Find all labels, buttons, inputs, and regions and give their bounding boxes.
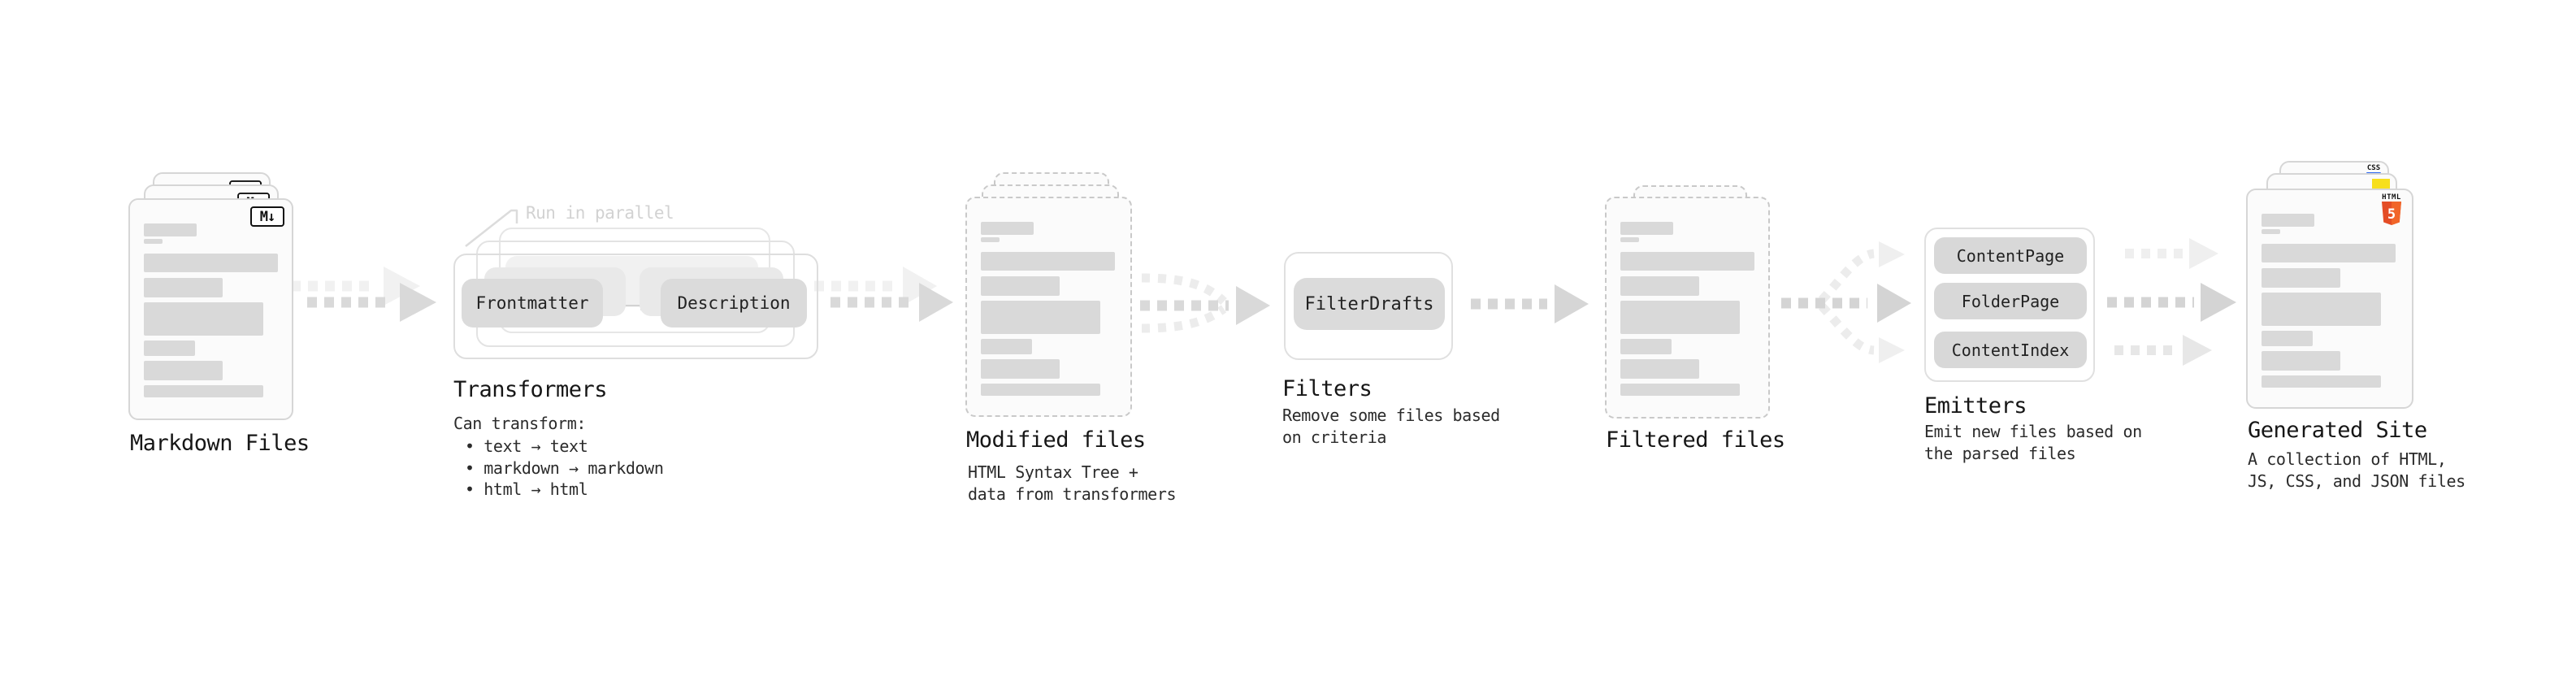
transformers-caption-title: Can transform:: [453, 414, 586, 433]
markdown-files-label: Markdown Files: [130, 431, 310, 456]
js-icon: [2372, 179, 2390, 189]
skeleton-text-bar: [2262, 331, 2313, 346]
arrow-markdown-transformers-ghost: [291, 267, 420, 306]
description-pill: Description: [661, 279, 807, 327]
arrow-filters-filtered: [1471, 284, 1589, 323]
filters-caption: Remove some files based on criteria: [1282, 406, 1500, 447]
generated-site-label: Generated Site: [2248, 418, 2427, 443]
frontmatter-pill: Frontmatter: [462, 279, 603, 327]
filters-label: Filters: [1282, 376, 1373, 401]
skeleton-text-bar: [2262, 351, 2340, 371]
html5-number: 5: [2387, 206, 2396, 223]
skeleton-text-bar: [144, 302, 263, 336]
skeleton-text-bar: [144, 254, 278, 272]
html5-icon: HTML 5: [2381, 193, 2402, 225]
transformers-bullet-1: • text → text: [465, 436, 588, 456]
transformers-bullet-2: • markdown → markdown: [465, 458, 664, 478]
filtered-files-label: Filtered files: [1606, 427, 1785, 453]
skeleton-text-bar: [981, 276, 1060, 296]
filters-frame: [1284, 252, 1453, 360]
modified-files-caption: HTML Syntax Tree + data from transformer…: [968, 462, 1177, 504]
skeleton-text-bar: [144, 239, 163, 244]
skeleton-text-bar: [1620, 359, 1699, 379]
emitters-frame: [1924, 228, 2095, 382]
generated-site-caption: A collection of HTML, JS, CSS, and JSON …: [2248, 449, 2465, 491]
arrow-filtered-emitters: [1781, 241, 1911, 363]
skeleton-text-bar: [1620, 237, 1639, 242]
skeleton-text-bar: [2262, 375, 2381, 388]
skeleton-text-bar: [2262, 244, 2396, 262]
markdown-file-card: M↓: [128, 198, 293, 420]
skeleton-text-bar: [981, 384, 1100, 396]
arrow-modified-filters: [1140, 273, 1270, 333]
skeleton-text-bar: [981, 222, 1034, 235]
skeleton-text-bar: [981, 301, 1100, 334]
filtered-file-card: [1605, 197, 1770, 419]
skeleton-text-bar: [981, 252, 1115, 271]
skeleton-text-bar: [2262, 293, 2381, 326]
filterdrafts-pill: FilterDrafts: [1294, 278, 1445, 330]
run-in-parallel-annotation: Run in parallel: [526, 203, 674, 223]
emitters-label: Emitters: [1924, 393, 2027, 419]
skeleton-text-bar: [1620, 301, 1740, 334]
markdown-icon: M↓: [250, 206, 284, 227]
skeleton-text-bar: [1620, 222, 1673, 235]
skeleton-text-bar: [1620, 384, 1740, 396]
folderpage-pill: FolderPage: [1934, 283, 2087, 319]
transformer-frame: [453, 254, 818, 359]
skeleton-text-bar: [144, 385, 263, 397]
skeleton-text-bar: [2262, 214, 2314, 227]
skeleton-text-bar: [2262, 268, 2340, 288]
contentpage-pill: ContentPage: [1934, 237, 2087, 274]
skeleton-text-bar: [2262, 229, 2280, 234]
transformers-bullet-3: • html → html: [465, 479, 588, 499]
skeleton-text-bar: [1620, 276, 1699, 296]
modified-file-card: [965, 197, 1132, 417]
skeleton-text-bar: [981, 359, 1060, 379]
arrow-transformers-modified: [830, 283, 953, 322]
skeleton-text-bar: [144, 340, 195, 356]
transformers-label: Transformers: [453, 377, 608, 402]
modified-files-label: Modified files: [966, 427, 1146, 453]
arrow-transformers-modified-ghost: [814, 267, 937, 306]
emitters-caption: Emit new files based on the parsed files: [1924, 422, 2142, 463]
skeleton-text-bar: [144, 223, 197, 236]
skeleton-text-bar: [981, 339, 1032, 354]
skeleton-text-bar: [1620, 252, 1754, 271]
skeleton-text-bar: [144, 278, 223, 297]
skeleton-text-bar: [1620, 339, 1672, 354]
arrow-markdown-transformers: [307, 283, 436, 322]
contentindex-pill: ContentIndex: [1934, 332, 2087, 368]
html-file-card: HTML 5: [2246, 189, 2413, 409]
skeleton-text-bar: [981, 237, 1000, 242]
arrow-emitters-generated: [2107, 238, 2236, 366]
skeleton-text-bar: [144, 361, 223, 380]
